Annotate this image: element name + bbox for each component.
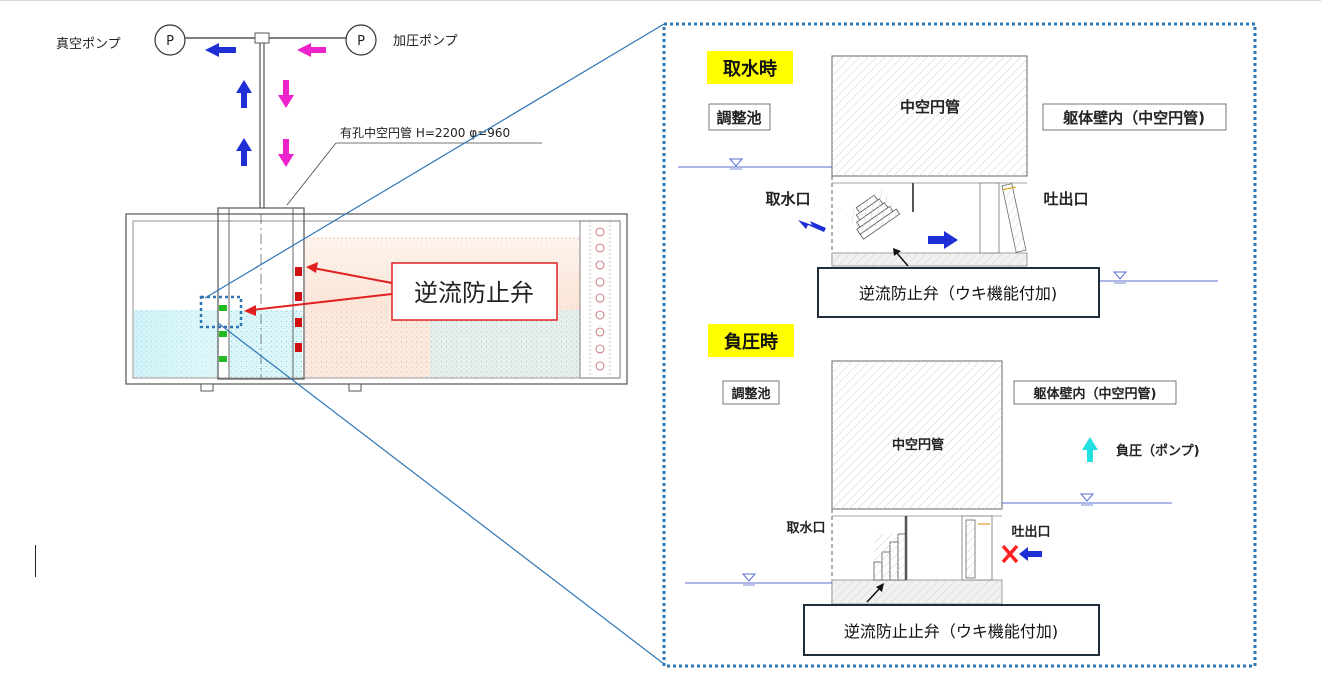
- zoom-highlight: [199, 295, 243, 329]
- vacuum-pump-icon: [154, 24, 186, 56]
- hollow-pipe-hatch: [832, 361, 1002, 509]
- callout-box: [391, 262, 558, 321]
- wall-column-perforations: [595, 227, 605, 371]
- intake-valve-flap: [846, 189, 901, 240]
- outlet-frame: [979, 182, 1000, 254]
- intake-port-label: 取水口: [786, 520, 825, 536]
- negative-title-bg: [708, 324, 794, 357]
- closed-valve: [873, 516, 908, 581]
- reservoir-water-texture: [134, 310, 218, 377]
- down-arrow-icon: [278, 80, 294, 108]
- chamber-floor-hatch: [832, 580, 1002, 604]
- water-level-icon: [741, 573, 757, 582]
- top-rule: [0, 0, 1321, 1]
- suction-arrow-icon: [1082, 437, 1098, 462]
- outlet-flap: [965, 519, 976, 579]
- zoom-line-bottom: [217, 322, 665, 665]
- reservoir-label-box: [722, 380, 780, 405]
- outlet-port-label: 吐出口: [1011, 524, 1050, 540]
- pump-header: 真空ポンプ P P 加圧ポンプ 有孔中空円管 H=2200 φ=960: [56, 24, 542, 208]
- valve-red: [295, 343, 302, 352]
- wall-interior-label-box: [1013, 380, 1177, 405]
- blocked-x-icon: [1001, 544, 1019, 564]
- pipe-spec-leader: [286, 142, 337, 206]
- reservoir-label: 調整池: [731, 386, 770, 402]
- pipe-spec-label: 有孔中空円管 H=2200 φ=960: [340, 125, 510, 140]
- chamber-lower-water: [430, 310, 580, 377]
- header-tee: [254, 32, 270, 44]
- tank-foot: [348, 383, 362, 392]
- intake-valve-label-box: [817, 267, 1100, 318]
- valve-green: [219, 356, 227, 362]
- pipe-water: [230, 310, 302, 377]
- pressure-pump-symbol: P: [357, 34, 365, 49]
- reservoir-label-box: [708, 103, 771, 131]
- wall-interior-label-box: [1042, 103, 1227, 131]
- water-level-icon: [1112, 271, 1128, 280]
- intake-valve-label: 逆流防止弁（ウキ機能付加): [859, 284, 1057, 303]
- intake-port-label: 取水口: [765, 190, 810, 208]
- valve-red: [295, 292, 302, 301]
- negative-valve-label-box: [803, 604, 1100, 656]
- intake-flow-arrow-icon: [798, 220, 826, 232]
- water-level-icon: [1079, 493, 1095, 502]
- valve-green: [219, 305, 227, 311]
- outlet-port-label: 吐出口: [1043, 190, 1088, 208]
- callout-pointer: [312, 267, 393, 284]
- hollow-pipe-hatch: [832, 56, 1027, 176]
- chamber-floor-hatch: [832, 253, 1027, 266]
- backflow-arrow-icon: [1019, 547, 1042, 561]
- valve-pointer: [866, 587, 881, 603]
- valve-pointer-arrowhead-icon: [893, 248, 901, 256]
- pressure-pump-label: 加圧ポンプ: [393, 34, 458, 49]
- left-system-diagram: 真空ポンプ P P 加圧ポンプ 有孔中空円管 H=2200 φ=960: [56, 23, 665, 665]
- vacuum-pump-label: 真空ポンプ: [56, 37, 121, 52]
- suction-label: 負圧（ポンプ): [1116, 443, 1200, 459]
- negative-valve-label: 逆流防止止弁（ウキ機能付加): [844, 622, 1058, 641]
- valve-pointer: [895, 251, 909, 267]
- callout-label: 逆流防止弁: [414, 279, 534, 307]
- callout-arrowhead-icon: [244, 305, 256, 316]
- intake-mode: 取水時 調整池 躯体壁内（中空円管) 中空円管: [678, 51, 1227, 318]
- vacuum-pump-symbol: P: [166, 34, 174, 49]
- zoom-line-top: [204, 23, 665, 299]
- negative-title: 負圧時: [724, 331, 778, 353]
- outlet-valve-flap: [1001, 183, 1027, 253]
- valve-pointer-arrowhead-icon: [876, 583, 884, 592]
- detail-panel: 取水時 調整池 躯体壁内（中空円管) 中空円管: [662, 22, 1257, 668]
- negative-mode: 負圧時 調整池 躯体壁内（中空円管) 中空円管 負圧（ポンプ): [685, 324, 1200, 656]
- valve-green: [219, 331, 227, 337]
- callout-arrowhead-icon: [306, 262, 318, 273]
- valves-red: [295, 267, 302, 352]
- pressure-flow-arrow-icon: [297, 43, 326, 57]
- intake-title-bg: [707, 51, 793, 84]
- reservoir-label: 調整池: [716, 109, 761, 127]
- up-arrow-icon: [236, 80, 252, 108]
- valve-red: [295, 318, 302, 327]
- valves-green: [219, 305, 227, 362]
- valve-callout: 逆流防止弁: [244, 262, 558, 321]
- hollow-pipe-label: 中空円管: [892, 437, 944, 453]
- through-flow-arrow-icon: [928, 231, 958, 249]
- callout-pointer: [251, 293, 393, 311]
- vacuum-flow-arrow-icon: [205, 43, 236, 57]
- valve-red: [295, 267, 302, 276]
- down-arrow-icon: [278, 139, 294, 167]
- wall-interior-label: 躯体壁内（中空円管): [1033, 386, 1157, 402]
- tank-foot: [200, 383, 214, 392]
- text-cursor: [35, 545, 36, 577]
- intake-title: 取水時: [723, 58, 777, 80]
- pressure-pump-icon: [345, 24, 377, 56]
- water-level-icon: [728, 158, 744, 167]
- hollow-pipe-label: 中空円管: [900, 98, 960, 116]
- wall-column: [579, 220, 621, 379]
- up-arrow-icon: [236, 138, 252, 166]
- wall-interior-label: 躯体壁内（中空円管): [1062, 109, 1205, 127]
